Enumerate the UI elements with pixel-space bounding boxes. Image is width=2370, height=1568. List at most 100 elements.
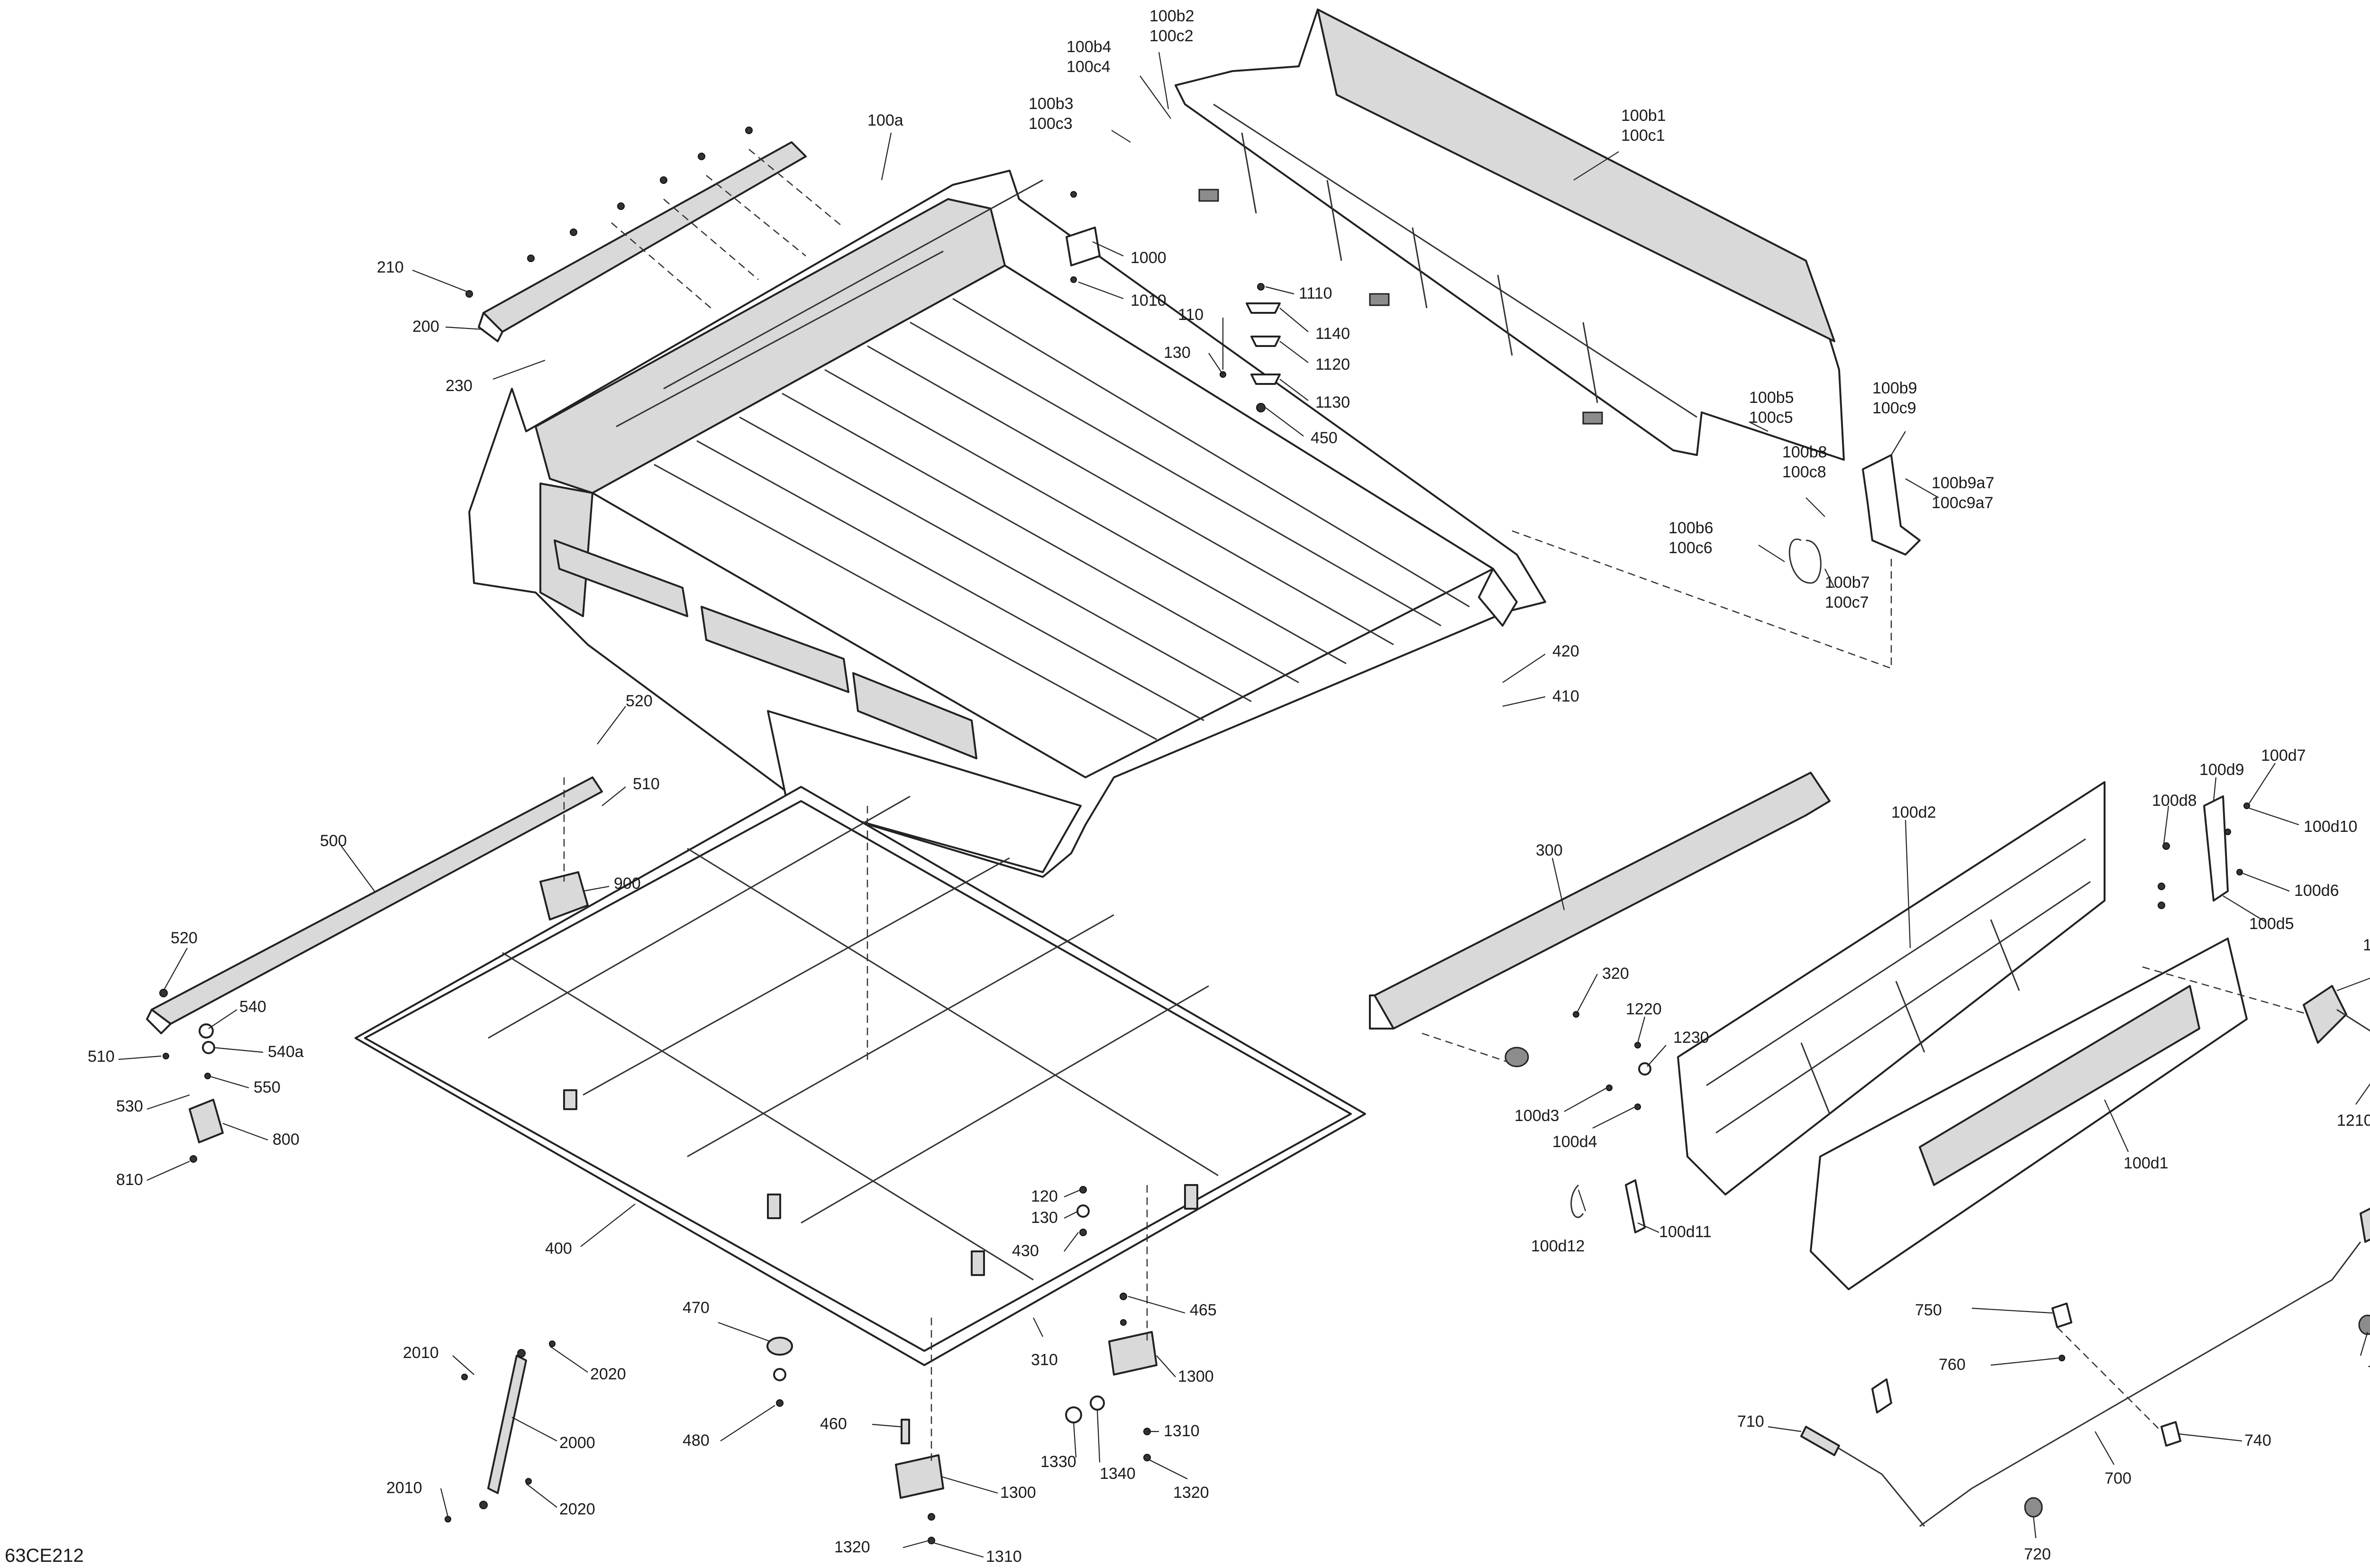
callout-1220: 1220	[1626, 1000, 1662, 1018]
callout-100d10: 100d10	[2304, 818, 2357, 836]
callout-100d2: 100d2	[1891, 803, 1936, 821]
callout-100a: 100a	[867, 111, 903, 129]
callout-1320-upper: 1320	[1173, 1484, 1209, 1502]
latch-bracket-part	[1788, 454, 1921, 584]
callout-1010: 1010	[1130, 292, 1167, 310]
callout-2020-lower: 2020	[559, 1500, 595, 1518]
callout-1120: 1120	[1315, 356, 1350, 374]
callout-100d7: 100d7	[2261, 747, 2306, 765]
tailgate-hardware-part	[1570, 795, 2250, 1233]
callout-900: 900	[614, 875, 641, 893]
callout-310: 310	[1031, 1351, 1058, 1369]
callout-1230: 1230	[1673, 1029, 1709, 1047]
callout-100d1: 100d1	[2124, 1154, 2169, 1172]
frame-part	[355, 786, 1366, 1366]
cargo-box-part	[468, 170, 1546, 878]
callout-100d3: 100d3	[1514, 1107, 1559, 1125]
callout-1130: 1130	[1315, 393, 1350, 411]
callout-230: 230	[446, 377, 473, 395]
callout-1200a: 1200a	[2363, 936, 2370, 954]
callout-700: 700	[2105, 1469, 2132, 1487]
callout-465: 465	[1190, 1301, 1217, 1319]
callout-2010-lower: 2010	[386, 1479, 422, 1497]
callout-810: 810	[116, 1171, 143, 1189]
cross-rail-part	[146, 776, 603, 1034]
callout-100d12: 100d12	[1531, 1237, 1585, 1255]
tailgate-cap-part	[1369, 772, 1831, 1067]
callout-100d5: 100d5	[2249, 915, 2294, 933]
callout-1210: 1210	[2337, 1112, 2370, 1130]
hinge-part	[2303, 985, 2370, 1044]
callout-1110: 1110	[1299, 284, 1332, 302]
callout-100d6: 100d6	[2294, 882, 2339, 900]
callout-740: 740	[2244, 1431, 2271, 1449]
callout-110: 110	[1178, 306, 1203, 324]
callout-1300-upper: 1300	[1178, 1367, 1214, 1386]
callout-100d11: 100d11	[1659, 1223, 1712, 1241]
callout-750: 750	[1915, 1301, 1942, 1319]
callout-530: 530	[116, 1097, 143, 1115]
callout-540a: 540a	[268, 1043, 304, 1061]
callout-300: 300	[1536, 841, 1563, 859]
callout-1310-lower: 1310	[986, 1548, 1022, 1566]
callout-730: 730	[2368, 1363, 2370, 1381]
callout-510-lower: 510	[88, 1048, 115, 1066]
callout-1310-upper: 1310	[1164, 1422, 1200, 1440]
callout-400: 400	[545, 1240, 572, 1258]
callout-100d9: 100d9	[2199, 761, 2244, 779]
front-rail-part	[465, 127, 807, 342]
callout-210: 210	[377, 258, 404, 276]
tailgate-outer-part	[1810, 938, 2248, 1290]
callout-1330: 1330	[1040, 1453, 1076, 1471]
callout-100d8: 100d8	[2152, 792, 2197, 810]
callout-1320-lower: 1320	[834, 1538, 870, 1556]
callout-130-lower: 130	[1031, 1209, 1058, 1227]
mount-1300-part	[895, 1293, 1158, 1544]
parts-artwork	[146, 9, 2370, 1544]
callout-1340: 1340	[1100, 1465, 1136, 1483]
callout-2000: 2000	[559, 1434, 595, 1452]
bracket-1000-part	[1066, 191, 1101, 283]
callout-leaders	[118, 52, 2370, 1558]
bracket-900-part	[539, 871, 589, 921]
callout-120: 120	[1031, 1187, 1058, 1205]
callout-510-upper: 510	[633, 775, 660, 793]
callout-710: 710	[1737, 1413, 1764, 1431]
callout-470: 470	[683, 1299, 710, 1317]
callout-2020-upper: 2020	[590, 1365, 626, 1383]
callout-1140: 1140	[1315, 325, 1350, 343]
tailgate-inner-part	[1677, 781, 2106, 1195]
callout-420: 420	[1552, 642, 1579, 660]
callout-550: 550	[254, 1078, 281, 1096]
strut-part	[445, 1340, 556, 1522]
callout-520-upper: 520	[626, 692, 653, 710]
callout-760: 760	[1939, 1356, 1966, 1374]
alignment-guides	[563, 149, 2309, 1465]
callout-1300-lower: 1300	[1000, 1484, 1036, 1502]
frame-hardware-part	[766, 1186, 1090, 1468]
callout-480: 480	[683, 1431, 710, 1449]
callout-320: 320	[1602, 965, 1629, 983]
callout-100d4: 100d4	[1552, 1133, 1597, 1151]
callout-1000: 1000	[1130, 249, 1167, 267]
callout-410: 410	[1552, 687, 1579, 705]
callout-520-lower: 520	[171, 929, 198, 947]
callout-130-upper: 130	[1164, 344, 1191, 362]
callout-2010-upper: 2010	[403, 1344, 439, 1362]
callout-430: 430	[1012, 1242, 1039, 1260]
callout-450: 450	[1311, 429, 1338, 447]
callout-540: 540	[239, 998, 266, 1016]
callout-200: 200	[412, 318, 439, 336]
callout-720: 720	[2024, 1545, 2051, 1563]
latch-cable-part	[1800, 1207, 2370, 1527]
